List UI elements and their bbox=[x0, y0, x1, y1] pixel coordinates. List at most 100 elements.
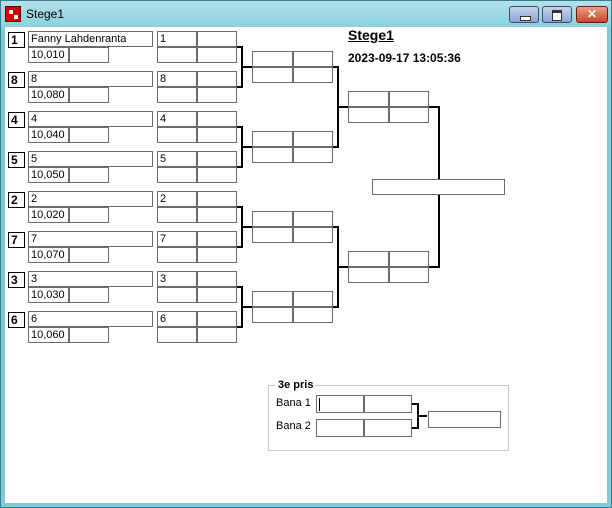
final-lane-field[interactable] bbox=[389, 107, 429, 123]
maximize-button[interactable] bbox=[542, 6, 572, 23]
qf-lane-name[interactable]: 2 bbox=[157, 191, 197, 207]
qf-lane-name[interactable]: 8 bbox=[157, 71, 197, 87]
time-field[interactable]: 10,040 bbox=[28, 127, 69, 143]
qf-lane-result[interactable] bbox=[157, 287, 197, 303]
result-field[interactable] bbox=[69, 287, 109, 303]
sf-lane-field[interactable] bbox=[293, 291, 333, 307]
time-field[interactable]: 10,080 bbox=[28, 87, 69, 103]
competitor-name-field[interactable]: Fanny Lahdenranta bbox=[28, 31, 153, 47]
result-field[interactable] bbox=[69, 207, 109, 223]
sf-lane-field[interactable] bbox=[293, 147, 333, 163]
app-icon[interactable] bbox=[5, 6, 21, 22]
final-lane-field[interactable] bbox=[348, 91, 389, 107]
bracket-connector bbox=[417, 415, 427, 417]
qf-lane-result[interactable] bbox=[197, 327, 237, 343]
qf-lane-result[interactable] bbox=[157, 127, 197, 143]
third-place-winner-field[interactable] bbox=[428, 411, 501, 428]
sf-lane-field[interactable] bbox=[252, 227, 293, 243]
qf-lane-time[interactable] bbox=[197, 31, 237, 47]
qf-lane-result[interactable] bbox=[197, 247, 237, 263]
lane1-name-field[interactable] bbox=[316, 395, 364, 413]
sf-lane-field[interactable] bbox=[293, 131, 333, 147]
competitor-name-field[interactable]: 7 bbox=[28, 231, 153, 247]
sf-lane-field[interactable] bbox=[293, 307, 333, 323]
time-field[interactable]: 10,050 bbox=[28, 167, 69, 183]
lane2-name-field[interactable] bbox=[316, 419, 364, 437]
competitor-name-field[interactable]: 6 bbox=[28, 311, 153, 327]
qf-lane-time[interactable] bbox=[197, 231, 237, 247]
qf-lane-result[interactable] bbox=[157, 87, 197, 103]
qf-lane-result[interactable] bbox=[157, 167, 197, 183]
qf-lane-name[interactable]: 1 bbox=[157, 31, 197, 47]
qf-lane-result[interactable] bbox=[157, 327, 197, 343]
qf-lane-result[interactable] bbox=[197, 207, 237, 223]
final-lane-field[interactable] bbox=[389, 267, 429, 283]
winner-field[interactable] bbox=[372, 179, 505, 195]
sf-lane-field[interactable] bbox=[252, 51, 293, 67]
qf-lane-time[interactable] bbox=[197, 71, 237, 87]
competitor-name-field[interactable]: 5 bbox=[28, 151, 153, 167]
sf-lane-field[interactable] bbox=[293, 227, 333, 243]
sf-lane-field[interactable] bbox=[252, 131, 293, 147]
qf-lane-time[interactable] bbox=[197, 111, 237, 127]
qf-lane-result[interactable] bbox=[157, 47, 197, 63]
qf-lane-result[interactable] bbox=[197, 127, 237, 143]
result-field[interactable] bbox=[69, 47, 109, 63]
time-field[interactable]: 10,010 bbox=[28, 47, 69, 63]
seed-label: 8 bbox=[8, 72, 25, 88]
text-caret bbox=[319, 398, 320, 411]
qf-lane-time[interactable] bbox=[197, 311, 237, 327]
sf-lane-field[interactable] bbox=[293, 51, 333, 67]
sf-lane-field[interactable] bbox=[252, 307, 293, 323]
bracket-connector bbox=[237, 206, 243, 208]
final-lane-field[interactable] bbox=[348, 267, 389, 283]
time-field[interactable]: 10,020 bbox=[28, 207, 69, 223]
qf-lane-result[interactable] bbox=[197, 167, 237, 183]
qf-lane-name[interactable]: 5 bbox=[157, 151, 197, 167]
competitor-name-field[interactable]: 3 bbox=[28, 271, 153, 287]
seed-label: 5 bbox=[8, 152, 25, 168]
minimize-button[interactable] bbox=[509, 6, 539, 23]
time-field[interactable]: 10,070 bbox=[28, 247, 69, 263]
qf-lane-result[interactable] bbox=[197, 47, 237, 63]
result-field[interactable] bbox=[69, 247, 109, 263]
qf-lane-name[interactable]: 7 bbox=[157, 231, 197, 247]
result-field[interactable] bbox=[69, 87, 109, 103]
title-bar[interactable]: Stege1 bbox=[1, 1, 611, 27]
lane1-time-field[interactable] bbox=[364, 395, 412, 413]
final-lane-field[interactable] bbox=[389, 251, 429, 267]
sf-lane-field[interactable] bbox=[252, 211, 293, 227]
sf-lane-field[interactable] bbox=[252, 291, 293, 307]
final-lane-field[interactable] bbox=[348, 251, 389, 267]
time-field[interactable]: 10,060 bbox=[28, 327, 69, 343]
sf-lane-field[interactable] bbox=[252, 67, 293, 83]
competitor-name-field[interactable]: 8 bbox=[28, 71, 153, 87]
qf-lane-name[interactable]: 6 bbox=[157, 311, 197, 327]
qf-lane-result[interactable] bbox=[157, 247, 197, 263]
qf-lane-time[interactable] bbox=[197, 151, 237, 167]
qf-lane-result[interactable] bbox=[197, 287, 237, 303]
third-place-group: 3e pris Bana 1 Bana 2 bbox=[268, 379, 509, 451]
result-field[interactable] bbox=[69, 127, 109, 143]
sf-lane-field[interactable] bbox=[293, 211, 333, 227]
qf-lane-result[interactable] bbox=[157, 207, 197, 223]
sf-lane-field[interactable] bbox=[252, 147, 293, 163]
qf-lane-result[interactable] bbox=[197, 87, 237, 103]
bracket-connector bbox=[333, 306, 339, 308]
seed-label: 7 bbox=[8, 232, 25, 248]
time-field[interactable]: 10,030 bbox=[28, 287, 69, 303]
close-button[interactable] bbox=[576, 6, 608, 23]
final-lane-field[interactable] bbox=[348, 107, 389, 123]
bracket-connector bbox=[333, 66, 339, 68]
result-field[interactable] bbox=[69, 167, 109, 183]
qf-lane-time[interactable] bbox=[197, 191, 237, 207]
sf-lane-field[interactable] bbox=[293, 67, 333, 83]
competitor-name-field[interactable]: 4 bbox=[28, 111, 153, 127]
qf-lane-time[interactable] bbox=[197, 271, 237, 287]
final-lane-field[interactable] bbox=[389, 91, 429, 107]
lane2-time-field[interactable] bbox=[364, 419, 412, 437]
qf-lane-name[interactable]: 3 bbox=[157, 271, 197, 287]
qf-lane-name[interactable]: 4 bbox=[157, 111, 197, 127]
competitor-name-field[interactable]: 2 bbox=[28, 191, 153, 207]
result-field[interactable] bbox=[69, 327, 109, 343]
